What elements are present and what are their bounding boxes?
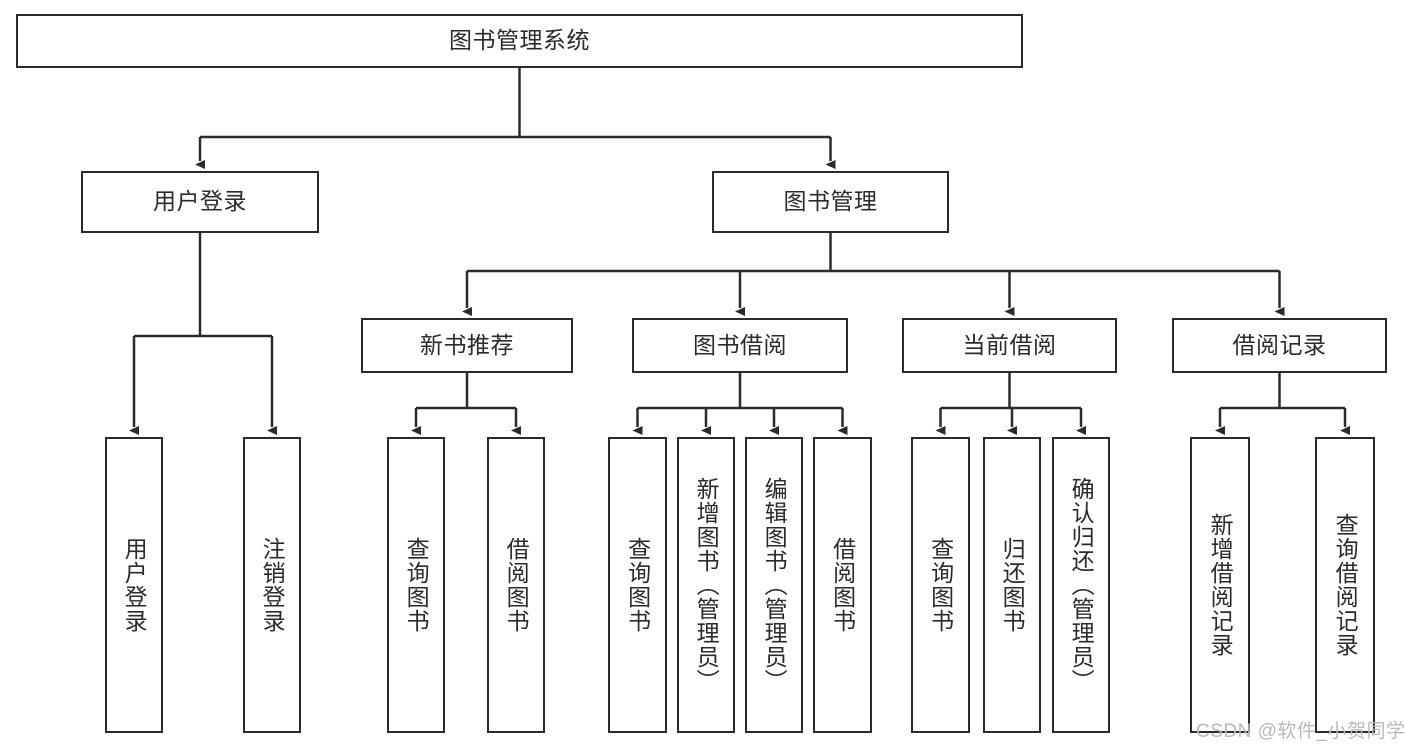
- node-leaf-return-book[interactable]: 归还图书: [983, 437, 1041, 733]
- node-leaf-borrow-book[interactable]: 借阅图书: [813, 437, 872, 733]
- watermark-text: CSDN @软件_小贺同学: [1196, 721, 1405, 742]
- node-leaf-add-borrow-record[interactable]: 新增借阅记录: [1190, 437, 1250, 733]
- node-label-leaf-logout: 注销登录: [259, 537, 286, 633]
- node-book-manage[interactable]: 图书管理: [712, 171, 949, 233]
- node-label-borrow-record: 借阅记录: [1232, 331, 1327, 358]
- node-leaf-logout[interactable]: 注销登录: [243, 437, 301, 733]
- edge-group: [129, 68, 1350, 435]
- node-label-leaf-user-login: 用户登录: [121, 537, 148, 633]
- node-leaf-query-book-borrow[interactable]: 查询图书: [608, 437, 667, 733]
- node-book-borrow[interactable]: 图书借阅: [632, 318, 848, 373]
- node-system-root[interactable]: 图书管理系统: [16, 14, 1023, 68]
- node-label-user-login: 用户登录: [153, 188, 247, 215]
- node-label-leaf-return-book: 归还图书: [999, 537, 1026, 633]
- node-label-leaf-query-borrow-record: 查询借阅记录: [1332, 513, 1359, 657]
- node-leaf-confirm-return[interactable]: 确认归还（管理员）: [1052, 437, 1110, 733]
- node-label-leaf-add-borrow-record: 新增借阅记录: [1207, 513, 1234, 657]
- node-label-leaf-borrow-book-recommend: 借阅图书: [503, 537, 530, 633]
- node-label-leaf-query-book-borrow: 查询图书: [624, 537, 651, 633]
- node-leaf-edit-book[interactable]: 编辑图书（管理员）: [745, 437, 803, 733]
- node-borrow-record[interactable]: 借阅记录: [1172, 318, 1387, 373]
- node-label-leaf-query-book-recommend: 查询图书: [403, 537, 430, 633]
- node-label-leaf-edit-book: 编辑图书（管理员）: [761, 477, 788, 693]
- node-user-login[interactable]: 用户登录: [81, 171, 319, 233]
- node-label-book-borrow: 图书借阅: [693, 331, 787, 358]
- node-label-book-manage: 图书管理: [783, 188, 878, 215]
- node-label-new-book-recommend: 新书推荐: [420, 331, 514, 358]
- node-label-leaf-query-book-current: 查询图书: [927, 537, 954, 633]
- node-new-book-recommend[interactable]: 新书推荐: [361, 318, 573, 373]
- node-label-leaf-borrow-book: 借阅图书: [829, 537, 856, 633]
- node-leaf-query-book-recommend[interactable]: 查询图书: [387, 437, 445, 733]
- node-label-leaf-confirm-return: 确认归还（管理员）: [1068, 477, 1095, 693]
- node-leaf-query-borrow-record[interactable]: 查询借阅记录: [1315, 437, 1375, 733]
- node-current-borrow[interactable]: 当前借阅: [902, 318, 1117, 373]
- node-leaf-borrow-book-recommend[interactable]: 借阅图书: [487, 437, 545, 733]
- node-leaf-user-login[interactable]: 用户登录: [105, 437, 163, 733]
- node-label-leaf-add-book: 新增图书（管理员）: [693, 477, 720, 693]
- node-label-system-root: 图书管理系统: [449, 27, 590, 54]
- node-label-current-borrow: 当前借阅: [962, 331, 1057, 358]
- node-leaf-add-book[interactable]: 新增图书（管理员）: [677, 437, 735, 733]
- node-leaf-query-book-current[interactable]: 查询图书: [911, 437, 970, 733]
